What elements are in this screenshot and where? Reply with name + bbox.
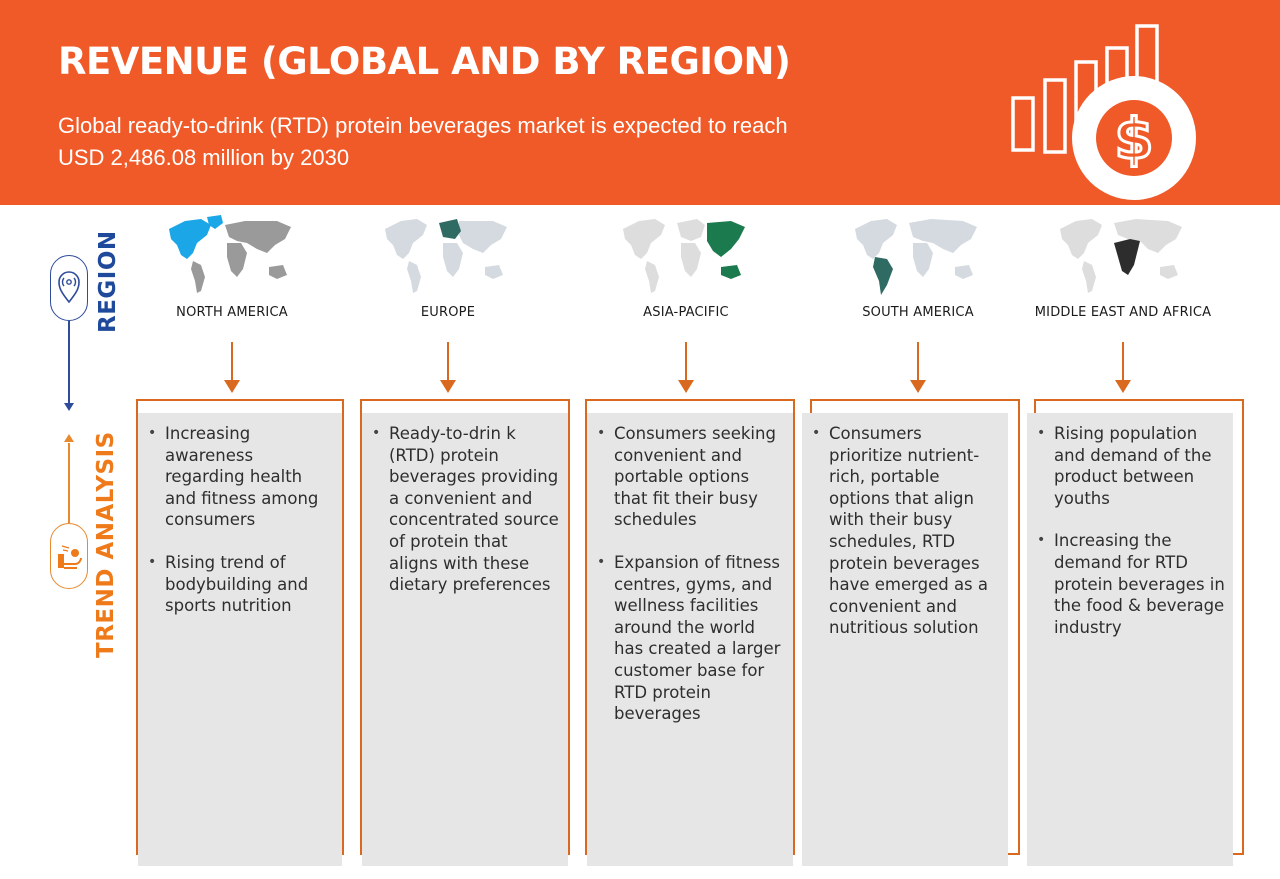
trend-item: Rising population and demand of the prod…: [1035, 423, 1225, 509]
trend-list: Rising population and demand of the prod…: [1035, 423, 1225, 638]
trend-connector-line: [68, 443, 70, 523]
region-column-south-america: SOUTH AMERICA: [813, 215, 1023, 875]
region-label: SOUTH AMERICA: [862, 305, 974, 320]
subtitle-line-1: Global ready-to-drink (RTD) protein beve…: [58, 113, 788, 138]
arrow-down-icon: [440, 380, 456, 393]
subtitle-line-2: USD 2,486.08 million by 2030: [58, 145, 350, 170]
location-pin-icon: [58, 271, 80, 304]
page-title: REVENUE (GLOBAL AND BY REGION): [58, 40, 791, 83]
hand-holding-product-icon: [58, 545, 82, 569]
svg-text:$: $: [1115, 107, 1154, 172]
header-banner: REVENUE (GLOBAL AND BY REGION) Global re…: [0, 0, 1280, 205]
region-label: NORTH AMERICA: [176, 305, 288, 320]
trend-card-europe: Ready-to-drin k (RTD) protein beverages …: [362, 413, 568, 866]
trend-item: Rising trend of bodybuilding and sports …: [146, 552, 334, 617]
trend-card-asia-pacific: Consumers seeking convenient and portabl…: [587, 413, 793, 866]
arrow-down-icon: [1115, 380, 1131, 393]
world-map-europe-highlight-icon: [385, 219, 507, 293]
trend-item: Increasing awareness regarding health an…: [146, 423, 334, 531]
trend-bracket: [360, 399, 570, 855]
trend-card-south-america: Consumers prioritize nutrient-rich, port…: [802, 413, 1008, 866]
region-connector-line: [68, 321, 70, 406]
trend-card-north-america: Increasing awareness regarding health an…: [138, 413, 342, 866]
region-column-north-america: NORTH AMERICA: [127, 215, 337, 875]
trend-item: Ready-to-drin k (RTD) protein beverages …: [370, 423, 560, 596]
arrow-up-icon: [64, 434, 74, 442]
trend-item: Consumers seeking convenient and portabl…: [595, 423, 785, 531]
region-column-europe: EUROPE: [343, 215, 553, 875]
arrow-down-icon: [910, 380, 926, 393]
region-column-asia-pacific: ASIA-PACIFIC: [581, 215, 791, 875]
world-map-north-america-highlight-icon: [169, 215, 291, 293]
page-subtitle: Global ready-to-drink (RTD) protein beve…: [58, 110, 858, 174]
region-label: ASIA-PACIFIC: [643, 305, 729, 320]
region-arrow-line: [685, 342, 687, 382]
trend-item: Consumers prioritize nutrient-rich, port…: [810, 423, 1000, 639]
region-arrow-line: [231, 342, 233, 382]
trend-pill: [50, 523, 88, 589]
world-map-asia-pacific-highlight-icon: [623, 219, 745, 293]
region-arrow-line: [1122, 342, 1124, 382]
region-label: MIDDLE EAST AND AFRICA: [1034, 305, 1212, 320]
region-arrow-line: [447, 342, 449, 382]
region-heading: REGION: [95, 230, 121, 333]
trend-list: Ready-to-drin k (RTD) protein beverages …: [370, 423, 560, 596]
region-column-middle-east-africa: MIDDLE EAST AND AFRICA: [1018, 215, 1228, 875]
trend-item: Increasing the demand for RTD protein be…: [1035, 530, 1225, 638]
trend-bracket: [585, 399, 795, 855]
trend-list: Consumers seeking convenient and portabl…: [595, 423, 785, 725]
trend-card-middle-east-africa: Rising population and demand of the prod…: [1027, 413, 1233, 866]
trend-analysis-heading: TREND ANALYSIS: [93, 431, 119, 658]
trend-list: Increasing awareness regarding health an…: [146, 423, 334, 617]
trend-bracket: [136, 399, 344, 855]
region-arrow-line: [917, 342, 919, 382]
world-map-middle-east-africa-highlight-icon: [1060, 219, 1182, 293]
left-rail: REGION TREND ANALYSIS: [40, 215, 130, 875]
arrow-down-icon: [64, 403, 74, 411]
bar-chart-dollar-coin-icon: $: [1011, 24, 1196, 200]
arrow-down-icon: [678, 380, 694, 393]
trend-list: Consumers prioritize nutrient-rich, port…: [810, 423, 1000, 639]
trend-item: Expansion of fitness centres, gyms, and …: [595, 552, 785, 725]
arrow-down-icon: [224, 380, 240, 393]
world-map-south-america-highlight-icon: [855, 219, 977, 295]
region-pill: [50, 255, 88, 321]
region-label: EUROPE: [420, 305, 476, 320]
